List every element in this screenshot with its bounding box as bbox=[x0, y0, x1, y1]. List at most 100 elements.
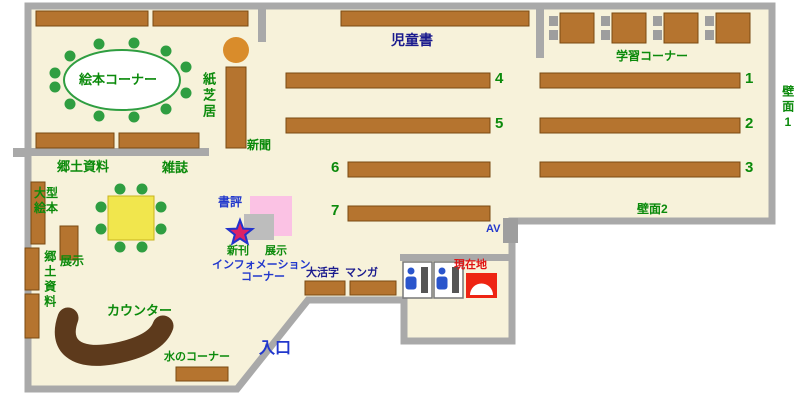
stack-row-2 bbox=[539, 117, 741, 134]
current-location-marker bbox=[466, 273, 497, 298]
new-books-star-icon bbox=[224, 217, 256, 246]
counter-desk bbox=[54, 307, 174, 366]
large-print-shelf bbox=[304, 280, 346, 296]
chair-dot bbox=[93, 38, 105, 50]
information-corner-label-line2: コーナー bbox=[241, 271, 285, 283]
chair-dot bbox=[180, 87, 192, 99]
water-corner-shelf bbox=[175, 366, 229, 382]
study-desk bbox=[611, 12, 647, 44]
wall-stub bbox=[13, 148, 25, 157]
map-outline bbox=[24, 2, 776, 393]
chair-dot bbox=[64, 50, 76, 62]
stack-number-6: 6 bbox=[331, 159, 340, 176]
childrens-books-label: 児童書 bbox=[391, 32, 433, 48]
chair-dot bbox=[136, 183, 148, 195]
wall-segment bbox=[400, 254, 512, 261]
stack-row-6 bbox=[347, 161, 491, 178]
wall-face-2-label: 壁面2 bbox=[637, 202, 668, 216]
stack-number-2: 2 bbox=[745, 115, 754, 132]
wall-segment bbox=[258, 6, 266, 42]
book-review-label: 書評 bbox=[218, 195, 243, 209]
chair-dot bbox=[180, 61, 192, 73]
chair-dot bbox=[64, 98, 76, 110]
study-corner-label: 学習コーナー bbox=[616, 49, 689, 63]
large-print-label: 大活字 bbox=[306, 267, 339, 279]
stack-row-5 bbox=[285, 117, 491, 134]
study-chair bbox=[653, 30, 662, 40]
bookshelf bbox=[35, 10, 149, 27]
chair-dot bbox=[93, 110, 105, 122]
study-chair bbox=[549, 16, 558, 26]
chair-dot bbox=[95, 223, 107, 235]
chair-dot bbox=[128, 37, 140, 49]
reading-table bbox=[63, 49, 181, 111]
water-corner-label: 水のコーナー bbox=[164, 351, 230, 363]
chair-dot bbox=[160, 45, 172, 57]
study-chair bbox=[705, 30, 714, 40]
information-corner-label-line1: インフォメーション bbox=[212, 259, 311, 271]
stack-row-4 bbox=[285, 72, 491, 89]
chair-dot bbox=[155, 201, 167, 213]
stack-number-5: 5 bbox=[495, 115, 504, 132]
bookshelf bbox=[35, 132, 115, 149]
display-table-gray bbox=[244, 214, 274, 240]
chair-dot bbox=[160, 103, 172, 115]
kamishibai-label: 紙芝居 bbox=[200, 72, 216, 120]
stack-row-1 bbox=[539, 72, 741, 89]
current-location-label: 現在地 bbox=[454, 259, 487, 271]
newspaper-label: 新聞 bbox=[247, 138, 272, 152]
av-label: AV bbox=[486, 223, 501, 235]
newspaper-shelf bbox=[225, 66, 247, 149]
entrance-label: 入口 bbox=[259, 340, 292, 357]
stack-number-4: 4 bbox=[495, 70, 504, 87]
person-icon bbox=[405, 267, 417, 290]
bookshelf bbox=[118, 132, 200, 149]
chair-dot bbox=[155, 223, 167, 235]
display-shelf bbox=[59, 225, 79, 261]
kamishibai-stand bbox=[223, 37, 249, 63]
study-desk bbox=[663, 12, 699, 44]
stack-row-3 bbox=[539, 161, 741, 178]
av-cabinet bbox=[503, 218, 518, 243]
chair-dot bbox=[95, 201, 107, 213]
local-materials-label-lower: 郷土資料 bbox=[42, 250, 57, 310]
kids-table bbox=[107, 195, 155, 241]
bookshelf bbox=[152, 10, 249, 27]
study-desk bbox=[715, 12, 751, 44]
chair-dot bbox=[49, 67, 61, 79]
counter-label: カウンター bbox=[107, 303, 173, 318]
study-chair bbox=[549, 30, 558, 40]
chair-dot bbox=[136, 241, 148, 253]
local-material-shelf bbox=[24, 247, 40, 291]
study-chair bbox=[705, 16, 714, 26]
person-icon bbox=[436, 267, 448, 290]
display-label-center: 展示 bbox=[265, 245, 287, 257]
stack-number-7: 7 bbox=[331, 202, 340, 219]
stack-row-7 bbox=[347, 205, 491, 222]
large-picture-books-label-line1: 大型 bbox=[34, 186, 59, 200]
wall-segment bbox=[536, 6, 544, 58]
chair-dot bbox=[49, 81, 61, 93]
study-desk bbox=[559, 12, 595, 44]
large-picture-book-shelf bbox=[30, 181, 46, 245]
manga-label: マンガ bbox=[345, 267, 378, 279]
wall-face-1-label: 壁面1 bbox=[780, 85, 795, 132]
chair-dot bbox=[114, 241, 126, 253]
local-materials-label: 郷土資料 bbox=[57, 159, 110, 174]
chair-dot bbox=[128, 111, 140, 123]
new-arrivals-label: 新刊 bbox=[227, 245, 249, 257]
picture-book-corner-label: 絵本コーナー bbox=[79, 72, 158, 87]
local-material-shelf bbox=[24, 293, 40, 339]
toilet-fixture bbox=[421, 267, 428, 293]
wall-segment bbox=[25, 148, 209, 156]
manga-shelf bbox=[349, 280, 397, 296]
study-chair bbox=[601, 16, 610, 26]
magazines-label: 雑誌 bbox=[162, 160, 189, 175]
stack-number-1: 1 bbox=[745, 70, 754, 87]
large-picture-books-label-line2: 絵本 bbox=[34, 201, 59, 215]
toilet-fixture bbox=[452, 267, 459, 293]
childrens-books-shelf bbox=[340, 10, 530, 27]
chair-dot bbox=[114, 183, 126, 195]
